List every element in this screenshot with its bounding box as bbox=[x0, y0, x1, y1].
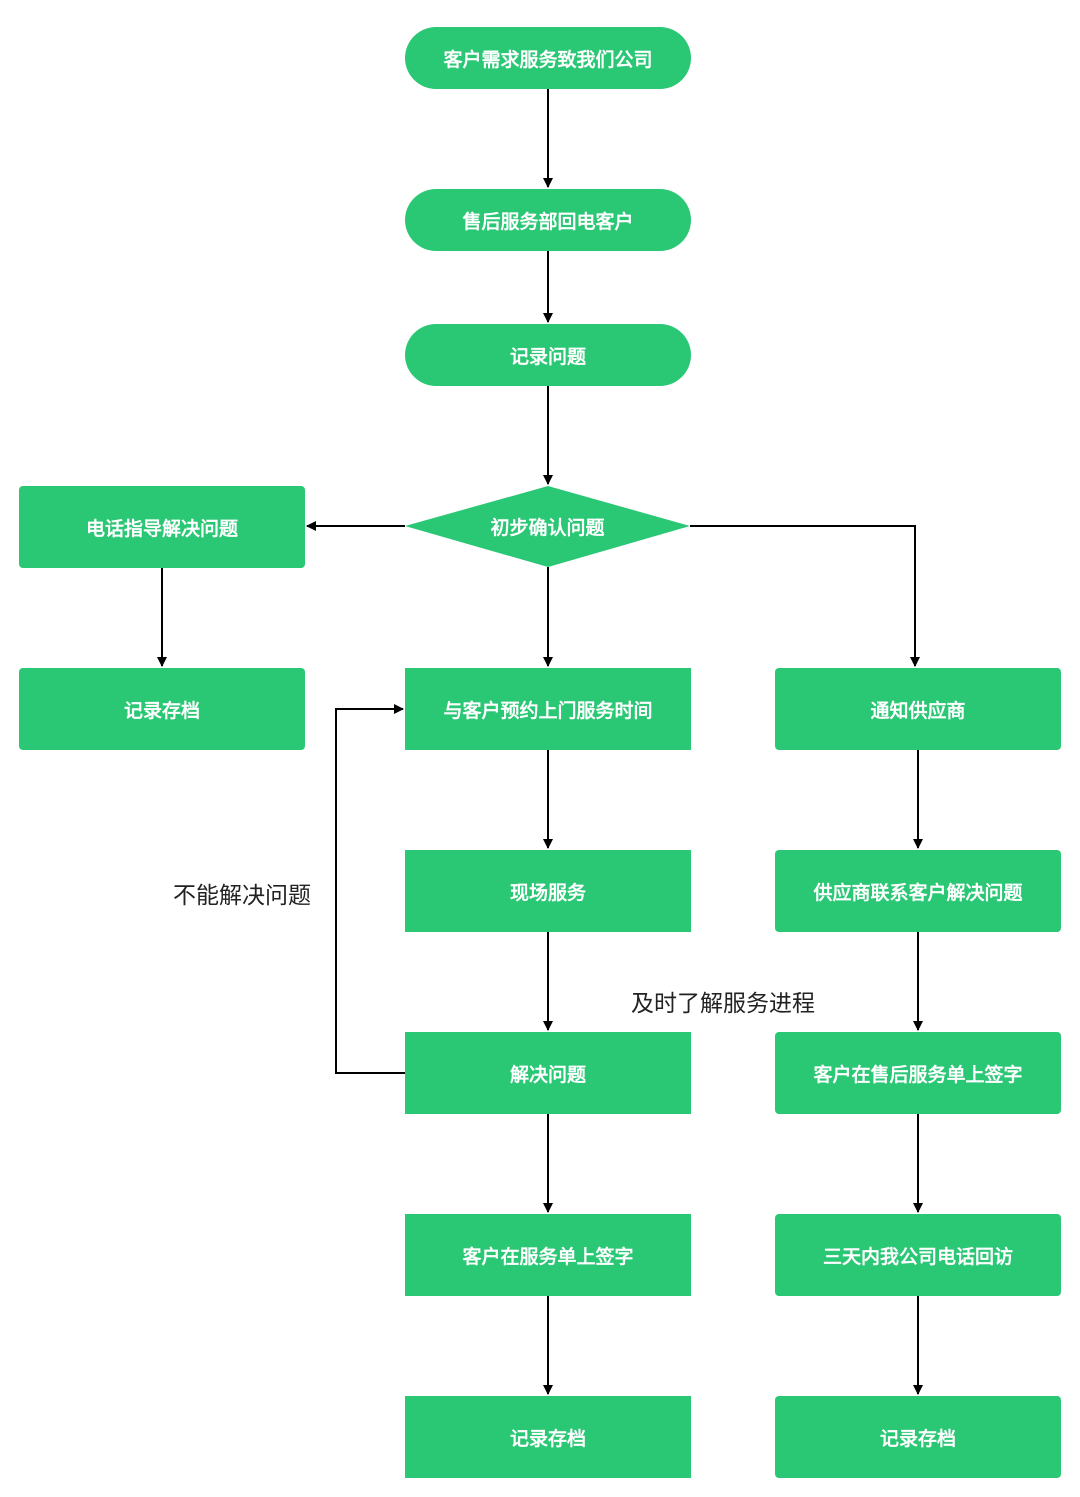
note-cannot-resolve: 不能解决问题 bbox=[173, 883, 311, 909]
node-confirm-label: 初步确认问题 bbox=[490, 516, 605, 539]
node-supplier-contact: 供应商联系客户解决问题 bbox=[775, 850, 1061, 932]
edge-resolve-loop bbox=[335, 704, 405, 1074]
node-onsite: 现场服务 bbox=[405, 850, 691, 932]
node-notify-supplier: 通知供应商 bbox=[775, 668, 1061, 750]
decision-diamond bbox=[405, 486, 690, 567]
node-archive-right: 记录存档 bbox=[775, 1396, 1061, 1478]
node-archive-center: 记录存档 bbox=[405, 1396, 691, 1478]
node-record-issue: 记录问题 bbox=[405, 324, 691, 386]
node-resolve: 解决问题 bbox=[405, 1032, 691, 1114]
node-revisit: 三天内我公司电话回访 bbox=[775, 1214, 1061, 1296]
node-appointment: 与客户预约上门服务时间 bbox=[405, 668, 691, 750]
node-start: 客户需求服务致我们公司 bbox=[405, 27, 691, 89]
node-sign-center: 客户在服务单上签字 bbox=[405, 1214, 691, 1296]
note-progress: 及时了解服务进程 bbox=[631, 991, 815, 1017]
node-archive-left: 记录存档 bbox=[19, 668, 305, 750]
node-callback: 售后服务部回电客户 bbox=[405, 189, 691, 251]
edge-confirm-supplier bbox=[690, 525, 920, 667]
node-sign-right: 客户在售后服务单上签字 bbox=[775, 1032, 1061, 1114]
node-phone-guide: 电话指导解决问题 bbox=[19, 486, 305, 568]
